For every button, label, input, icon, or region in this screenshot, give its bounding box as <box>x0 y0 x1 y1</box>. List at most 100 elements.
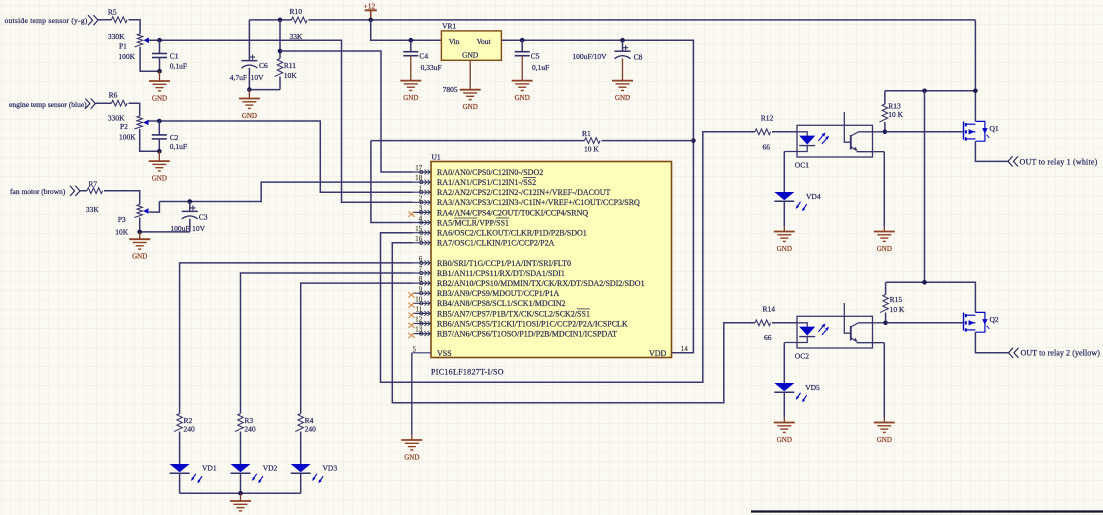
svg-text:10V: 10V <box>192 224 206 233</box>
svg-text:C8: C8 <box>634 53 643 62</box>
svg-text:GND: GND <box>777 436 792 444</box>
svg-text:R14: R14 <box>763 305 776 314</box>
svg-text:R5: R5 <box>108 7 117 16</box>
svg-text:Q2: Q2 <box>990 315 999 324</box>
svg-text:RB5/AN7/CPS7/P1B/TX/CK/SCL2/SC: RB5/AN7/CPS7/P1B/TX/CK/SCL2/SCK2/SS1 <box>437 309 590 318</box>
svg-text:66: 66 <box>763 143 771 152</box>
svg-text:12: 12 <box>415 316 423 324</box>
svg-text:10V: 10V <box>251 73 265 82</box>
svg-text:RB6/AN5/CPS5/T1CKI/T1OSI/P1C/C: RB6/AN5/CPS5/T1CKI/T1OSI/P1C/CCP2/P2A/IC… <box>437 319 628 328</box>
svg-text:GND: GND <box>152 174 167 182</box>
svg-text:240: 240 <box>305 424 317 433</box>
svg-text:0,1uF: 0,1uF <box>532 63 549 72</box>
svg-text:RB7/AN6/CPS6/T1OSO/P1D/P2B/MDC: RB7/AN6/CPS6/T1OSO/P1D/P2B/MDCIN1/ICSPDA… <box>437 330 617 339</box>
svg-text:C6: C6 <box>259 61 268 70</box>
svg-text:PIC16LF1827T-I/SO: PIC16LF1827T-I/SO <box>431 367 504 376</box>
svg-text:1: 1 <box>419 184 423 192</box>
svg-text:10 K: 10 K <box>890 305 905 314</box>
svg-text:C3: C3 <box>199 213 208 222</box>
svg-text:15: 15 <box>415 225 423 233</box>
svg-text:R4: R4 <box>305 416 314 425</box>
svg-text:C2: C2 <box>170 133 179 142</box>
svg-text:RA2/AN2/CPS2/C12IN2-/C12IN+/VR: RA2/AN2/CPS2/C12IN2-/C12IN+/VREF-/DACOUT <box>437 188 611 197</box>
svg-text:4: 4 <box>419 215 423 223</box>
svg-text:0,1uF: 0,1uF <box>170 142 187 151</box>
svg-text:33K: 33K <box>86 205 100 214</box>
svg-text:18: 18 <box>415 174 423 182</box>
svg-text:Vin: Vin <box>449 37 460 46</box>
svg-text:5: 5 <box>413 345 417 353</box>
svg-text:8: 8 <box>419 275 423 283</box>
svg-text:C5: C5 <box>531 52 540 61</box>
svg-text:330K: 330K <box>108 32 125 41</box>
svg-text:RB2/AN10/CPS10/MDMIN/TX/CK/RX/: RB2/AN10/CPS10/MDMIN/TX/CK/RX/DT/SDA2/SD… <box>437 279 645 288</box>
svg-text:100K: 100K <box>118 52 135 61</box>
svg-text:VD4: VD4 <box>806 192 821 201</box>
svg-text:100uF/10V: 100uF/10V <box>572 52 607 61</box>
svg-text:engine temp sensor (blue): engine temp sensor (blue) <box>9 100 87 109</box>
svg-text:RB1/AN11/CPS11/RX/DT/SDA1/SDI1: RB1/AN11/CPS11/RX/DT/SDA1/SDI1 <box>437 269 565 278</box>
svg-text:10K: 10K <box>284 71 298 80</box>
svg-text:R12: R12 <box>761 114 774 123</box>
svg-text:0,33uF: 0,33uF <box>421 63 442 72</box>
svg-text:R6: R6 <box>109 90 118 99</box>
svg-text:RB4/AN8/CPS8/SCL1/SCK1/MDCIN2: RB4/AN8/CPS8/SCL1/SCK1/MDCIN2 <box>437 299 565 308</box>
svg-text:11: 11 <box>416 306 423 314</box>
svg-text:GND: GND <box>877 436 892 444</box>
svg-text:100K: 100K <box>119 132 136 141</box>
svg-text:VD5: VD5 <box>805 383 820 392</box>
svg-text:R11: R11 <box>284 61 296 70</box>
svg-text:P2: P2 <box>120 122 128 131</box>
svg-text:P3: P3 <box>118 215 126 224</box>
svg-text:GND: GND <box>777 245 792 253</box>
svg-text:OUT to relay 1 (white): OUT to relay 1 (white) <box>1020 157 1098 166</box>
svg-text:4,7uF: 4,7uF <box>230 73 247 82</box>
svg-text:GND: GND <box>615 94 630 102</box>
svg-text:GND: GND <box>403 94 418 102</box>
svg-text:+12: +12 <box>364 2 376 11</box>
svg-text:66: 66 <box>764 333 772 342</box>
svg-text:RA0/AN0/CPS0/C12IN0-/SDO2: RA0/AN0/CPS0/C12IN0-/SDO2 <box>437 168 543 177</box>
svg-text:7: 7 <box>419 265 423 273</box>
svg-text:2: 2 <box>419 194 423 202</box>
svg-text:GND: GND <box>462 50 479 59</box>
svg-text:10K: 10K <box>115 228 129 237</box>
svg-text:OC1: OC1 <box>795 160 809 169</box>
svg-text:C4: C4 <box>419 52 428 61</box>
svg-text:GND: GND <box>515 94 530 102</box>
svg-text:P1: P1 <box>119 42 127 51</box>
svg-text:OUT to relay 2 (yellow): OUT to relay 2 (yellow) <box>1021 349 1101 358</box>
svg-text:C1: C1 <box>170 51 179 60</box>
svg-text:GND: GND <box>463 103 478 111</box>
svg-text:GND: GND <box>404 453 419 461</box>
svg-text:16: 16 <box>415 235 423 243</box>
svg-text:RA3/AN3/CPS3/C12IN3-/C1IN+/VRE: RA3/AN3/CPS3/C12IN3-/C1IN+/VREF+/C1OUT/C… <box>437 198 640 207</box>
svg-text:RA4/AN4/CPS4/C2OUT/T0CKI/CCP4/: RA4/AN4/CPS4/C2OUT/T0CKI/CCP4/SRNQ <box>437 208 588 217</box>
svg-text:10 K: 10 K <box>584 144 599 153</box>
svg-text:U1: U1 <box>432 153 441 162</box>
svg-text:R15: R15 <box>890 295 903 304</box>
svg-text:Q1: Q1 <box>990 124 999 133</box>
svg-text:R10: R10 <box>290 7 303 16</box>
svg-text:3: 3 <box>419 205 423 213</box>
svg-text:fan motor (brown): fan motor (brown) <box>10 187 66 196</box>
svg-text:R3: R3 <box>244 416 253 425</box>
svg-text:GND: GND <box>242 112 257 120</box>
svg-text:outside temp sensor (y-g): outside temp sensor (y-g) <box>5 16 88 25</box>
svg-text:VSS: VSS <box>437 349 452 358</box>
svg-text:R7: R7 <box>88 179 97 188</box>
svg-text:R1: R1 <box>582 129 591 138</box>
svg-text:RB3/AN9/CPS9/MDOUT/CCP1/P1A: RB3/AN9/CPS9/MDOUT/CCP1/P1A <box>437 289 559 298</box>
svg-text:14: 14 <box>681 345 689 353</box>
svg-text:GND: GND <box>132 253 147 261</box>
svg-text:330K: 330K <box>108 114 125 123</box>
svg-text:VD1: VD1 <box>202 463 217 472</box>
svg-text:6: 6 <box>419 255 423 263</box>
svg-text:Vout: Vout <box>477 37 492 46</box>
svg-text:13: 13 <box>415 326 423 334</box>
svg-text:GND: GND <box>877 245 892 253</box>
svg-text:VD2: VD2 <box>263 463 278 472</box>
svg-text:9: 9 <box>419 285 423 293</box>
svg-text:10 K: 10 K <box>888 110 903 119</box>
svg-text:100uF: 100uF <box>170 224 189 233</box>
